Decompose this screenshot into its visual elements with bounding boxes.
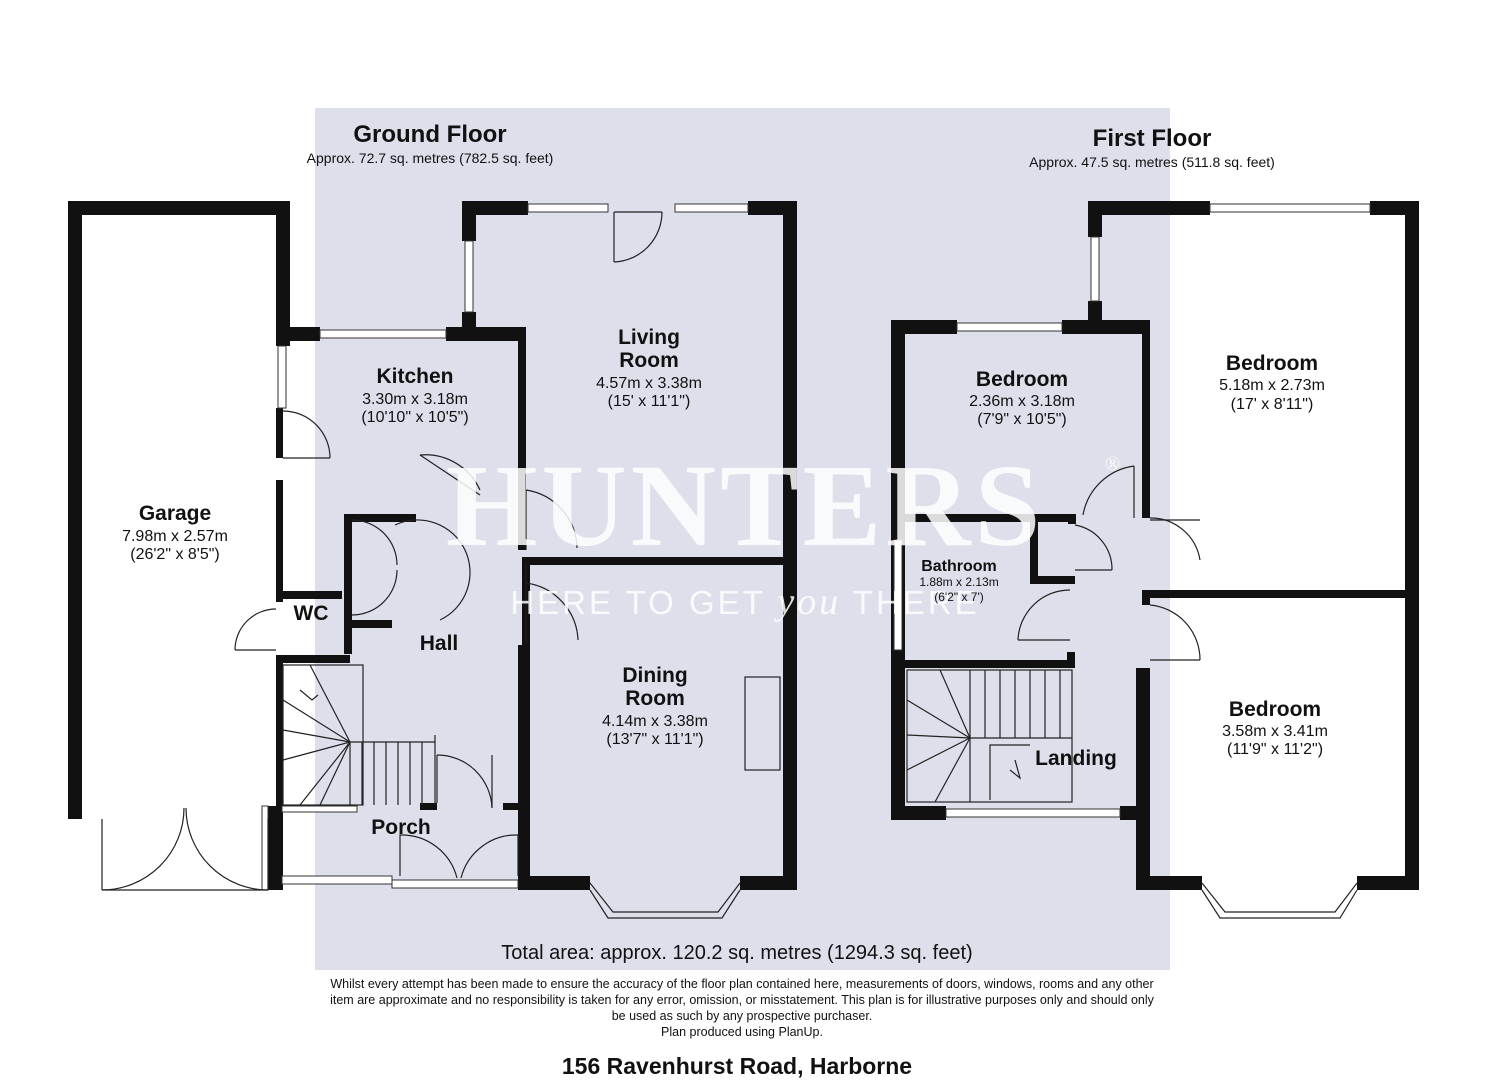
disclaimer-line-4: Plan produced using PlanUp.	[661, 1025, 823, 1039]
hall-name: Hall	[420, 632, 459, 655]
living-room-name: Living	[618, 326, 680, 349]
ground-floor-area: Approx. 72.7 sq. metres (782.5 sq. feet)	[307, 150, 554, 166]
ground-floor-walls	[68, 201, 797, 890]
svg-text:HUNTERS: HUNTERS	[446, 440, 1044, 571]
first-floor-title: First Floor	[1093, 125, 1212, 152]
ground-floor-doors	[101, 211, 781, 891]
kitchen-name: Kitchen	[376, 365, 453, 388]
address: 156 Ravenhurst Road, Harborne	[562, 1053, 912, 1079]
kitchen-dims: 3.30m x 3.18m	[362, 391, 468, 408]
kitchen-imperial: (10'10" x 10'5")	[361, 409, 468, 426]
garage-dims: 7.98m x 2.57m	[122, 528, 228, 545]
bedroom-small-imperial: (7'9" x 10'5")	[977, 411, 1067, 428]
living-room-name-2: Room	[619, 349, 679, 372]
ground-floor-labels: Garage 7.98m x 2.57m (26'2" x 8'5") Kitc…	[122, 326, 708, 839]
bedroom-large-imperial: (17' x 8'11")	[1231, 396, 1314, 413]
disclaimer-line-3: be used as such by any prospective purch…	[612, 1009, 873, 1023]
bathroom-name: Bathroom	[921, 558, 997, 575]
bedroom-front-imperial: (11'9" x 11'2")	[1227, 741, 1323, 758]
watermark-tagline-you: you	[773, 581, 841, 623]
dining-room-name: Dining	[622, 664, 687, 687]
svg-text:HERE TO GET you THERE: HERE TO GET you THERE	[510, 581, 979, 623]
first-floor-windows	[893, 203, 1371, 919]
bedroom-large-dims: 5.18m x 2.73m	[1219, 377, 1325, 394]
bedroom-small-dims: 2.36m x 3.18m	[969, 393, 1075, 410]
wc-name: WC	[294, 602, 329, 625]
hunters-watermark: HUNTERS ® HERE TO GET you THERE	[446, 440, 1120, 623]
dining-room-imperial: (13'7" x 11'1")	[606, 731, 703, 748]
bedroom-front-name: Bedroom	[1229, 698, 1321, 721]
bedroom-front-dims: 3.58m x 3.41m	[1222, 723, 1328, 740]
landing-name: Landing	[1035, 747, 1117, 770]
watermark-tagline-end: THERE	[841, 584, 979, 621]
living-room-dims: 4.57m x 3.38m	[596, 375, 702, 392]
first-floor-doors	[906, 465, 1201, 803]
disclaimer-line-2: item are approximate and no responsibili…	[330, 993, 1155, 1007]
dining-room-dims: 4.14m x 3.38m	[602, 713, 708, 730]
total-area: Total area: approx. 120.2 sq. metres (12…	[501, 942, 972, 964]
ground-floor-windows	[261, 203, 749, 919]
bedroom-small-name: Bedroom	[976, 368, 1068, 391]
ground-floor-title: Ground Floor	[353, 121, 506, 148]
porch-name: Porch	[371, 816, 431, 839]
bedroom-large-name: Bedroom	[1226, 352, 1318, 375]
watermark-tagline-start: HERE TO GET	[510, 584, 777, 621]
garage-name: Garage	[139, 502, 211, 525]
garage-imperial: (26'2" x 8'5")	[130, 546, 220, 563]
living-room-imperial: (15' x 11'1")	[608, 393, 691, 410]
bathroom-dims: 1.88m x 2.13m	[919, 575, 998, 589]
first-floor-labels: Bedroom 2.36m x 3.18m (7'9" x 10'5") Bed…	[919, 352, 1328, 770]
dining-room-name-2: Room	[625, 687, 685, 710]
bathroom-imperial: (6'2" x 7')	[934, 590, 984, 604]
svg-text:®: ®	[1105, 453, 1120, 475]
disclaimer-line-1: Whilst every attempt has been made to en…	[330, 977, 1153, 991]
first-floor-area: Approx. 47.5 sq. metres (511.8 sq. feet)	[1029, 154, 1275, 170]
first-floor-walls	[891, 201, 1419, 890]
